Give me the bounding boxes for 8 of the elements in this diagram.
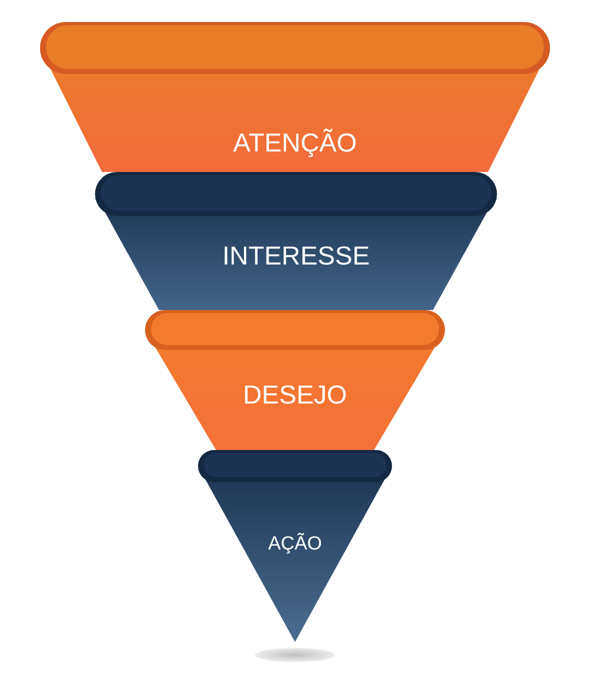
segment-label: INTERESSE — [222, 242, 370, 270]
segment-label: DESEJO — [242, 380, 348, 410]
segment-label: AÇÃO — [268, 534, 322, 556]
funnel-segment — [145, 310, 445, 450]
funnel-segment — [40, 22, 550, 172]
segment-label: ATENÇÃO — [233, 128, 357, 158]
funnel-segment — [198, 450, 392, 642]
funnel-segment — [95, 172, 497, 310]
